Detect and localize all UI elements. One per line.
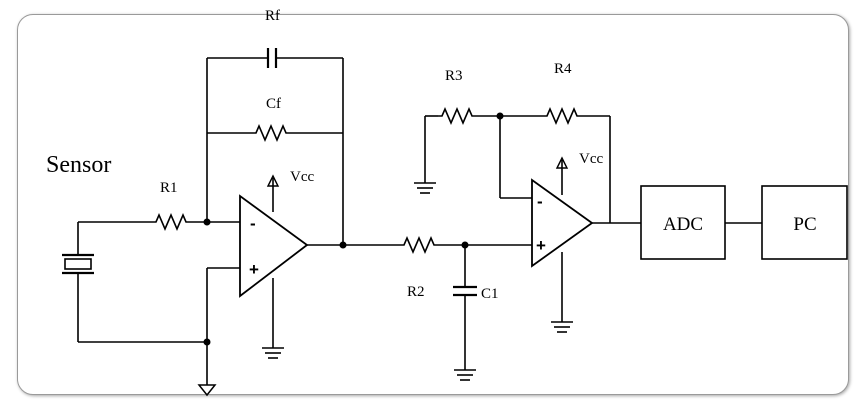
junction-node bbox=[339, 241, 347, 249]
rf-top-label: Rf bbox=[265, 8, 280, 24]
resistor-r2 bbox=[398, 235, 440, 255]
resistor-cf bbox=[252, 123, 292, 143]
signal-ground-icon bbox=[197, 384, 217, 397]
sensor-crystal-symbol bbox=[62, 222, 94, 342]
vcc-arrow-icon bbox=[266, 174, 280, 187]
opamp2-plus-sign: + bbox=[536, 236, 546, 255]
figure-frame bbox=[17, 14, 849, 395]
vcc2-label: Vcc bbox=[579, 151, 603, 167]
r3-label: R3 bbox=[445, 68, 463, 84]
resistor-r3 bbox=[438, 106, 476, 126]
junction-node bbox=[203, 338, 211, 346]
ground-icon bbox=[414, 182, 436, 194]
opamp-1 bbox=[239, 194, 309, 298]
opamp2-minus-sign: - bbox=[537, 192, 543, 211]
resistor-r4 bbox=[543, 106, 581, 126]
vcc-arrow-icon bbox=[555, 156, 569, 169]
adc-label: ADC bbox=[663, 214, 703, 235]
r4-label: R4 bbox=[554, 61, 572, 77]
ground-icon bbox=[551, 321, 573, 333]
pc-label: PC bbox=[793, 214, 816, 235]
r2-label: R2 bbox=[407, 284, 425, 300]
cf-label: Cf bbox=[266, 96, 281, 112]
vcc1-label: Vcc bbox=[290, 169, 314, 185]
capacitor-rf-top bbox=[266, 48, 278, 68]
opamp1-minus-sign: - bbox=[250, 214, 256, 233]
capacitor-c1 bbox=[453, 285, 477, 297]
r1-label: R1 bbox=[160, 180, 178, 196]
ground-icon bbox=[454, 369, 476, 381]
opamp1-plus-sign: + bbox=[249, 260, 259, 279]
ground-icon bbox=[262, 347, 284, 359]
sensor-label: Sensor bbox=[46, 152, 111, 178]
opamp-2 bbox=[531, 178, 594, 268]
pc-block bbox=[761, 185, 848, 260]
c1-label: C1 bbox=[481, 286, 499, 302]
resistor-r1 bbox=[150, 212, 190, 232]
